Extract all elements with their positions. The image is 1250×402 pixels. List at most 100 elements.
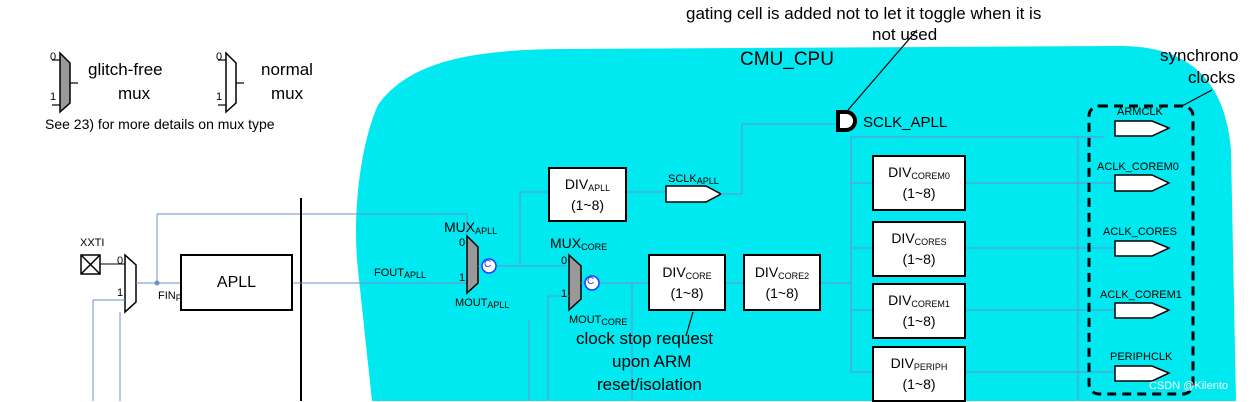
- mux-apll-shape: [466, 234, 479, 295]
- cmu-cpu-region: [356, 46, 1236, 401]
- div-apll-block: DIVAPLL (1~8): [548, 167, 627, 222]
- gating-annotation-line1: gating cell is added not to let it toggl…: [686, 4, 1042, 23]
- apll-label: APLL: [216, 274, 257, 291]
- legend-note: See 23) for more details on mux type: [45, 116, 275, 132]
- legend-normal-mux-shape: [225, 51, 237, 114]
- output-label-periphclk: PERIPHCLK: [1110, 351, 1173, 363]
- mout-apll-label: MOUTAPLL: [455, 297, 509, 310]
- mux-core-label: MUXCORE: [550, 235, 607, 252]
- div-core2-main: DIV: [754, 263, 779, 280]
- mout-core-label: MOUTCORE: [569, 314, 627, 327]
- div-cores-block: DIVCORES (1~8): [872, 221, 966, 277]
- mux-core-shape: [568, 253, 582, 312]
- mux-apll-label: MUXAPLL: [444, 219, 497, 236]
- legend-glitch-free-line2: mux: [118, 84, 151, 103]
- div-corem0-sub: COREM0: [911, 171, 950, 181]
- div-corem1-main: DIV: [888, 292, 912, 308]
- clock-stop-line1: clock stop request: [576, 329, 714, 348]
- mout-apll-main: MOUT: [455, 297, 488, 309]
- div-cores-main: DIV: [891, 230, 915, 246]
- div-core-main: DIV: [662, 263, 686, 280]
- legend-glitch-in1: 1: [50, 91, 57, 103]
- output-label-aclk-corem1: ACLK_COREM1: [1100, 289, 1182, 301]
- mout-core-main: MOUT: [569, 314, 602, 326]
- mux-core-in0: 0: [561, 255, 568, 267]
- legend-glitch-free-line1: glitch-free: [88, 60, 163, 79]
- div-periph-sub: PERIPH: [913, 362, 948, 372]
- div-core-block: DIVCORE (1~8): [648, 254, 726, 311]
- fout-apll-label: FOUTAPLL: [374, 267, 426, 280]
- mout-apll-sub: APLL: [487, 300, 510, 310]
- legend-glitch-in0: 0: [50, 51, 57, 63]
- apll-block: APLL: [180, 254, 293, 311]
- div-corem1-sub: COREM1: [911, 299, 950, 309]
- div-core2-block: DIVCORE2 (1~8): [743, 254, 821, 311]
- xxti-pad-symbol: [80, 254, 101, 275]
- output-tag-armclk: [1114, 120, 1171, 137]
- div-apll-sub: APLL: [588, 182, 611, 193]
- legend-normal-line1: normal: [261, 60, 313, 79]
- sclk-tag-sub: APLL: [696, 176, 719, 186]
- mux-core-main: MUX: [550, 235, 582, 251]
- sclk-apll-gate-label: SCLK_APLL: [863, 114, 948, 131]
- sclk-tag-main: SCLK: [668, 173, 697, 185]
- output-tag-aclk-corem0: [1114, 174, 1171, 192]
- sclk-apll-tag-shape: [665, 185, 723, 203]
- div-periph-main: DIV: [890, 355, 914, 371]
- mux-apll-main: MUX: [444, 219, 476, 235]
- div-core-range: (1~8): [670, 284, 704, 301]
- div-cores-range: (1~8): [902, 251, 936, 267]
- div-apll-range: (1~8): [570, 196, 605, 213]
- output-tag-aclk-corem1: [1114, 302, 1171, 319]
- div-periph-block: DIVPERIPH (1~8): [872, 346, 966, 402]
- gate-circle-core: [584, 275, 600, 291]
- output-label-aclk-corem0: ACLK_COREM0: [1097, 161, 1179, 173]
- div-corem0-main: DIV: [888, 164, 912, 180]
- mout-core-sub: CORE: [601, 317, 628, 327]
- output-tag-periphclk: [1114, 365, 1171, 382]
- div-core-sub: CORE: [685, 270, 712, 281]
- legend-glitch-free-mux-shape: [59, 51, 71, 114]
- gating-cell-symbol: [836, 110, 857, 132]
- sclk-apll-tag-label: SCLKAPLL: [668, 173, 719, 186]
- sync-clocks-box: [1087, 104, 1195, 396]
- mux-core-in1: 1: [561, 288, 568, 300]
- gating-annotation-line2: not used: [872, 25, 938, 44]
- div-corem0-range: (1~8): [902, 185, 936, 201]
- output-label-aclk-cores: ACLK_CORES: [1103, 226, 1177, 238]
- clock-stop-line2: upon ARM: [612, 352, 692, 371]
- div-cores-sub: CORES: [914, 237, 947, 247]
- div-corem1-range: (1~8): [902, 313, 936, 329]
- div-periph-range: (1~8): [902, 376, 936, 392]
- fin-main: FIN: [158, 290, 176, 302]
- mux-apll-in0: 0: [459, 237, 466, 249]
- input-mux-in0: 0: [117, 255, 124, 267]
- gate-core-letter: C: [587, 276, 595, 287]
- input-mux-in1: 1: [117, 287, 124, 299]
- fout-main: FOUT: [374, 267, 404, 279]
- watermark: CSDN @Kilento: [1149, 380, 1229, 392]
- legend-normal-line2: mux: [271, 84, 304, 103]
- mux-core-sub: CORE: [581, 242, 608, 252]
- output-label-armclk: ARMCLK: [1117, 106, 1163, 118]
- clock-stop-line3: reset/isolation: [597, 375, 702, 394]
- div-apll-main: DIV: [564, 175, 589, 192]
- mux-apll-sub: APLL: [475, 226, 498, 236]
- div-corem0-block: DIVCOREM0 (1~8): [872, 155, 966, 211]
- input-mux-shape: [124, 253, 137, 314]
- div-core2-sub: CORE2: [778, 270, 810, 281]
- fout-sub: APLL: [403, 270, 426, 280]
- cmu-cpu-title: CMU_CPU: [740, 49, 834, 70]
- output-tag-aclk-cores: [1114, 240, 1171, 257]
- sync-note-line1: synchrono: [1160, 46, 1239, 65]
- div-corem1-block: DIVCOREM1 (1~8): [872, 283, 966, 339]
- gate-apll-letter: C: [484, 259, 492, 270]
- div-core2-range: (1~8): [765, 284, 799, 301]
- legend-normal-in0: 0: [216, 51, 223, 63]
- mux-apll-in1: 1: [459, 272, 466, 284]
- gate-circle-apll: [481, 258, 497, 274]
- legend-normal-in1: 1: [216, 91, 223, 103]
- xxti-label: XXTI: [80, 237, 105, 249]
- sync-note-line2: clocks: [1188, 68, 1236, 87]
